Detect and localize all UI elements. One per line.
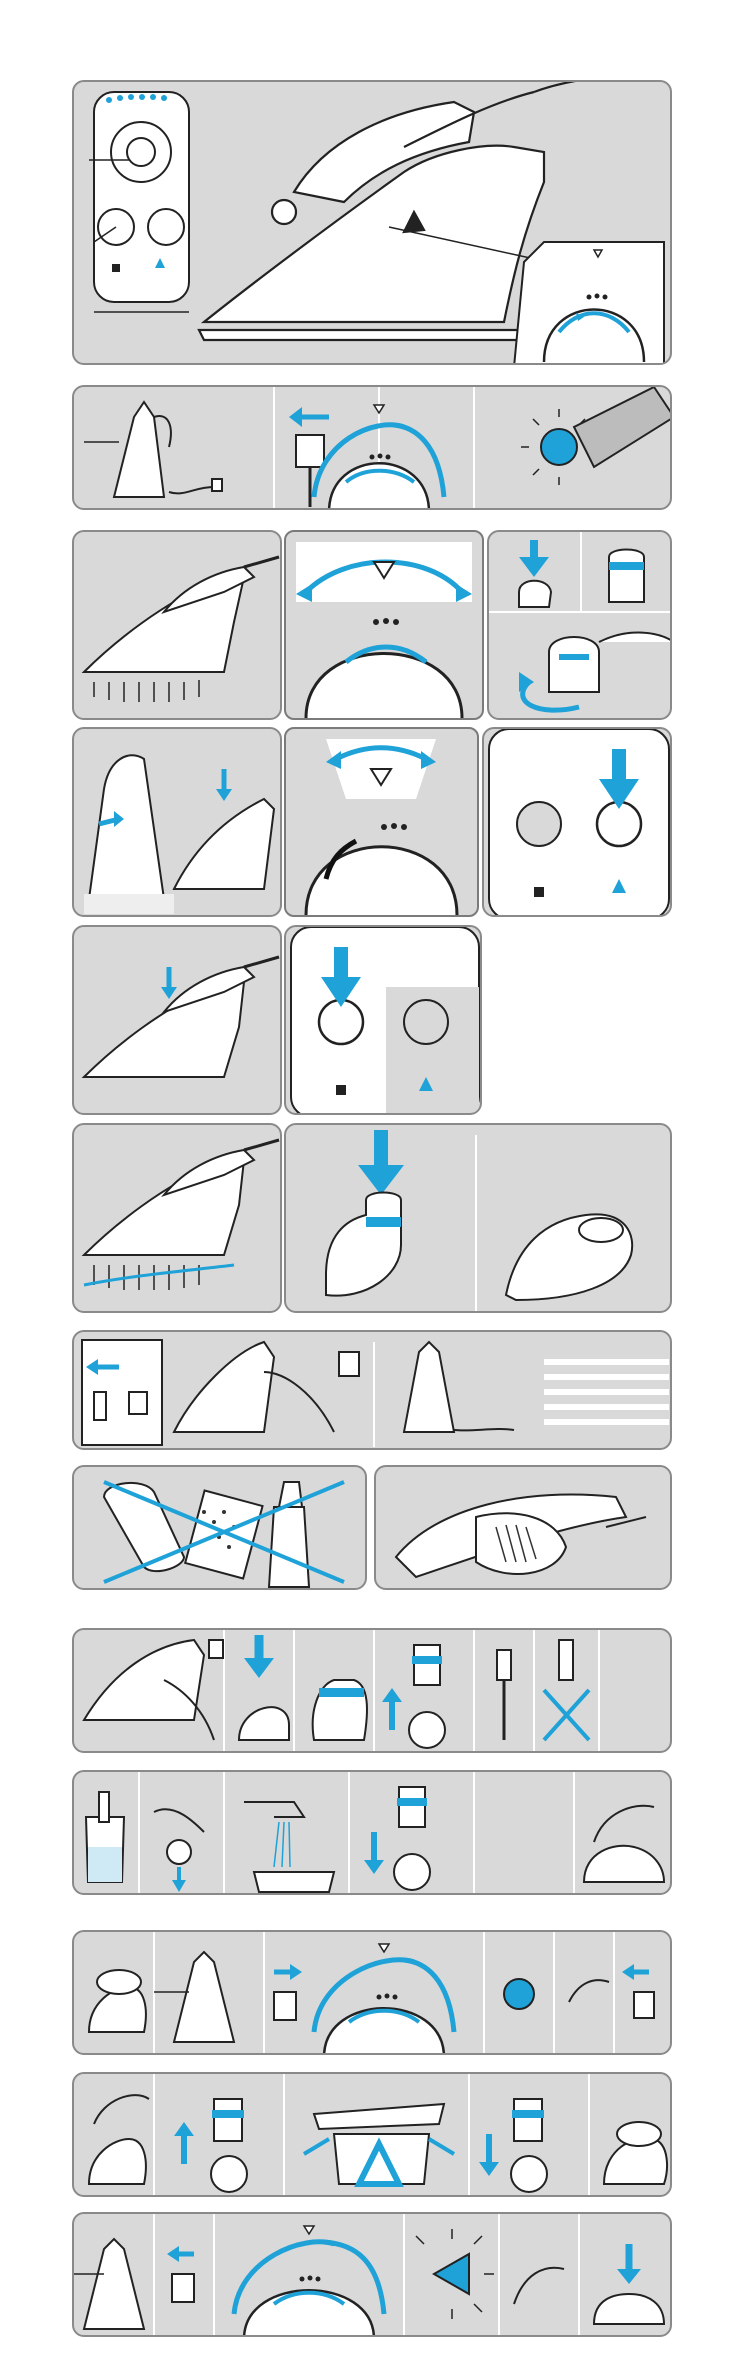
shot-symbol-icon <box>534 887 544 897</box>
panel-anti-calc-a <box>72 1930 672 2055</box>
overview-illustration <box>74 82 672 365</box>
panel-anti-calc-c <box>72 2212 672 2337</box>
after-ironing-drawing <box>74 1332 672 1450</box>
anti-calc-b-drawing <box>74 2074 672 2197</box>
anti-calc-c-drawing <box>74 2214 672 2337</box>
steam-button-drawing <box>484 729 672 917</box>
do-not-use-cell <box>72 1465 367 1590</box>
do-not-use-drawing <box>74 1467 367 1590</box>
panel-overview <box>72 80 672 365</box>
panel-descaling-a <box>72 1628 672 1753</box>
shot-button-cell <box>284 925 482 1115</box>
panel-after-ironing <box>72 1330 672 1450</box>
iron-spray-cell <box>72 1123 282 1313</box>
panel-select-setting <box>72 530 672 720</box>
iron-spray-drawing <box>74 1125 282 1313</box>
dial-cell <box>284 530 484 720</box>
spray-button-drawing <box>286 1125 672 1313</box>
spray-fill-drawing <box>489 532 672 720</box>
panel-variable-steam <box>72 727 672 917</box>
iron-shot-cell <box>72 925 282 1115</box>
shot-symbol-icon <box>112 264 120 272</box>
panel-cleaning <box>72 1465 672 1590</box>
iron-shot-drawing <box>74 927 282 1115</box>
plug-in-drawing <box>289 407 329 507</box>
spray-button-cell <box>284 1123 672 1313</box>
descaling-b-drawing <box>74 1772 672 1895</box>
steam-dial-cell <box>284 727 479 917</box>
panel-spray <box>72 1123 672 1313</box>
heating-light-drawing <box>521 387 672 485</box>
panel-steam-shot <box>72 925 482 1115</box>
control-panel-drawing <box>89 92 189 312</box>
panel-prepare <box>72 385 672 510</box>
steam-button-cell <box>482 727 672 917</box>
panel-descaling-b <box>72 1770 672 1895</box>
wipe-soleplate-cell <box>374 1465 672 1590</box>
iron-pair-cell <box>72 727 282 917</box>
prepare-illustration <box>74 387 672 510</box>
iron-pair-drawing <box>74 729 282 917</box>
shot-button-drawing <box>286 927 482 1115</box>
spray-cell <box>487 530 672 720</box>
iron-cell <box>72 530 282 720</box>
dial-inset <box>514 242 664 365</box>
panel-anti-calc-b <box>72 2072 672 2197</box>
wipe-soleplate-drawing <box>376 1467 672 1590</box>
dial-turn-drawing <box>286 532 482 718</box>
steam-dial-drawing <box>286 729 477 915</box>
anti-calc-a-drawing <box>74 1932 672 2055</box>
iron-with-brush-drawing <box>74 532 282 720</box>
iron-on-heel-drawing <box>84 402 222 497</box>
descaling-a-drawing <box>74 1630 672 1753</box>
